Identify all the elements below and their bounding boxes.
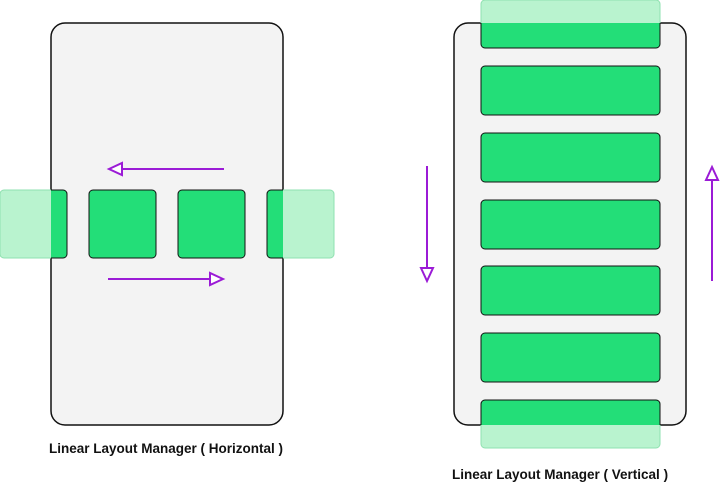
horizontal-caption: Linear Layout Manager ( Horizontal ) bbox=[49, 441, 284, 456]
horizontal-device-frame bbox=[50, 22, 284, 426]
scroll-down-arrow-icon bbox=[419, 166, 435, 284]
horizontal-layout-panel bbox=[0, 22, 335, 426]
scroll-up-arrow-icon bbox=[704, 164, 720, 281]
vertical-list-item bbox=[480, 199, 661, 250]
vertical-list-item bbox=[480, 132, 661, 183]
vertical-list-item bbox=[480, 65, 661, 116]
horizontal-list-item bbox=[177, 189, 246, 259]
vertical-partial-item-bottom bbox=[480, 399, 661, 425]
vertical-caption: Linear Layout Manager ( Vertical ) bbox=[452, 467, 669, 482]
vertical-list-item bbox=[480, 265, 661, 316]
scroll-left-arrow-icon bbox=[106, 161, 224, 177]
horizontal-partial-item-left bbox=[51, 189, 68, 259]
vertical-partial-item-top bbox=[480, 23, 661, 49]
vertical-layout-panel bbox=[419, 0, 720, 449]
horizontal-list-item bbox=[88, 189, 157, 259]
scroll-right-arrow-icon bbox=[108, 271, 226, 287]
vertical-list-item bbox=[480, 332, 661, 383]
horizontal-partial-item-right bbox=[266, 189, 283, 259]
